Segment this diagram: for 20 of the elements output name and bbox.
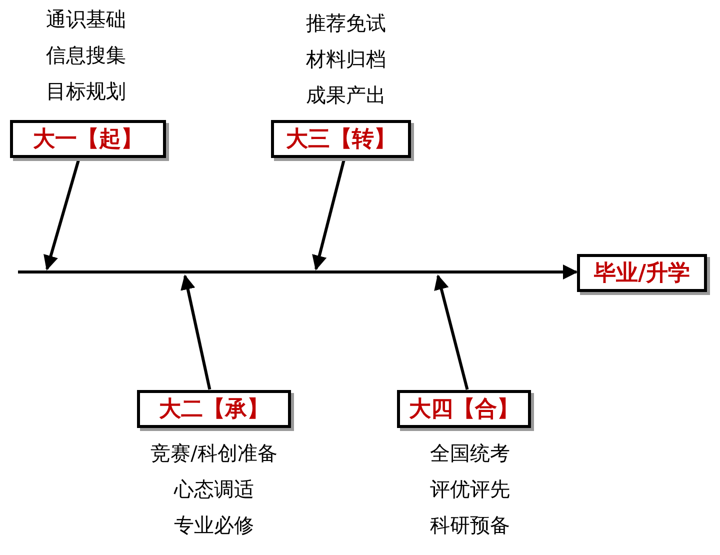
- stage-box: 大一【起】: [10, 120, 166, 158]
- arrow: [180, 274, 212, 390]
- spine-arrow: [18, 264, 578, 280]
- task-text: 通识基础: [45, 6, 127, 33]
- task-text: 专业必修: [173, 512, 255, 539]
- stage-box: 大二【承】: [137, 390, 291, 428]
- task-text: 评优评先: [429, 476, 511, 503]
- task-text: 目标规划: [45, 78, 127, 105]
- stage-box: 毕业/升学: [577, 254, 707, 292]
- task-text: 全国统考: [429, 440, 511, 467]
- stage-box: 大三【转】: [271, 120, 411, 158]
- task-text: 材料归档: [305, 46, 387, 73]
- task-text: 心态调适: [172, 476, 255, 503]
- arrow: [434, 274, 469, 390]
- stage-box: 大四【合】: [397, 390, 531, 428]
- task-text: 成果产出: [305, 82, 387, 109]
- task-text: 科研预备: [429, 512, 511, 539]
- task-text: 竞赛/科创准备: [150, 440, 278, 467]
- task-text: 信息搜集: [45, 42, 127, 69]
- task-text: 推荐免试: [305, 10, 387, 37]
